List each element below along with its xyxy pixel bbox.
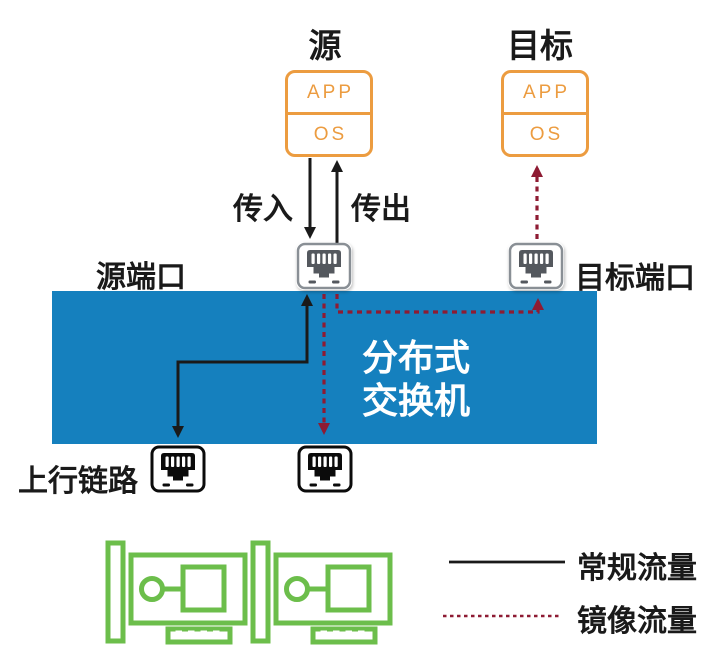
- source-port-label: 源端口: [96, 261, 186, 294]
- source-group-label: 源: [308, 27, 342, 64]
- uplink-port-icon-right: [297, 445, 353, 493]
- legend-mirror-traffic-label: 镜像流量: [577, 605, 697, 638]
- switch-label-line2: 交换机: [362, 380, 471, 421]
- source-vm-box: APP OS: [285, 70, 373, 157]
- physical-nic-icon-right: [250, 538, 393, 646]
- outgoing-label: 传出: [351, 193, 411, 226]
- target-vm-app-label: APP: [522, 81, 571, 103]
- physical-nic-icon-left: [105, 538, 248, 646]
- vm-box-divider: [288, 112, 370, 115]
- incoming-label: 传入: [233, 193, 293, 226]
- source-vm-os-label: OS: [313, 123, 348, 145]
- switch-label-line1: 分布式: [362, 337, 471, 378]
- target-port-label: 目标端口: [575, 262, 695, 295]
- legend-normal-traffic-label: 常规流量: [577, 552, 697, 585]
- uplink-port-icon-left: [150, 445, 206, 493]
- target-group-label: 目标: [507, 27, 573, 64]
- normal-traffic-path-uplink: [172, 294, 313, 438]
- vm-box-divider: [504, 112, 586, 115]
- source-port-icon: [296, 242, 352, 290]
- target-vm-box: APP OS: [501, 70, 589, 157]
- uplink-label: 上行链路: [18, 465, 138, 498]
- distributed-switch-label: 分布式 交换机: [362, 336, 470, 422]
- target-port-icon: [508, 242, 564, 290]
- target-vm-os-label: OS: [529, 123, 564, 145]
- source-vm-app-label: APP: [306, 81, 355, 103]
- mirror-traffic-path-to-target-port: [335, 294, 544, 314]
